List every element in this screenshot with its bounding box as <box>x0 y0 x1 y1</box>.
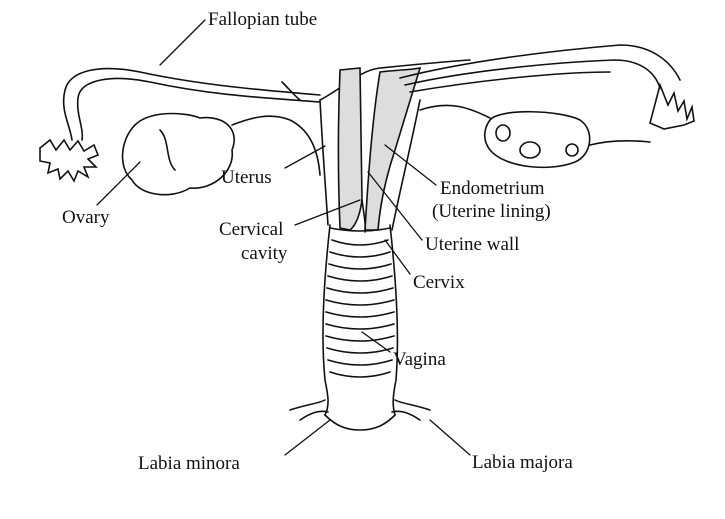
label-fallopian-tube: Fallopian tube <box>208 9 318 30</box>
left-fallopian-tube <box>39 67 321 183</box>
left-ovary <box>121 112 321 196</box>
uterus <box>319 59 471 233</box>
label-cervix: Cervix <box>413 272 465 293</box>
label-labia-minora: Labia minora <box>138 453 240 474</box>
label-labia-majora: Labia majora <box>472 452 573 473</box>
label-vagina: Vagina <box>393 349 446 370</box>
cervix-and-vagina <box>322 224 399 431</box>
labia <box>289 399 431 421</box>
label-cervical: Cervical <box>219 219 284 240</box>
label-endometrium-sub: (Uterine lining) <box>432 201 551 222</box>
label-uterus: Uterus <box>221 167 272 188</box>
label-cavity: cavity <box>241 243 288 264</box>
label-uterine-wall: Uterine wall <box>425 234 520 255</box>
label-ovary: Ovary <box>62 207 110 228</box>
right-fallopian-tube <box>399 44 695 130</box>
leader-lines <box>96 19 471 456</box>
label-endometrium: Endometrium <box>440 178 545 199</box>
right-ovary <box>483 110 651 169</box>
